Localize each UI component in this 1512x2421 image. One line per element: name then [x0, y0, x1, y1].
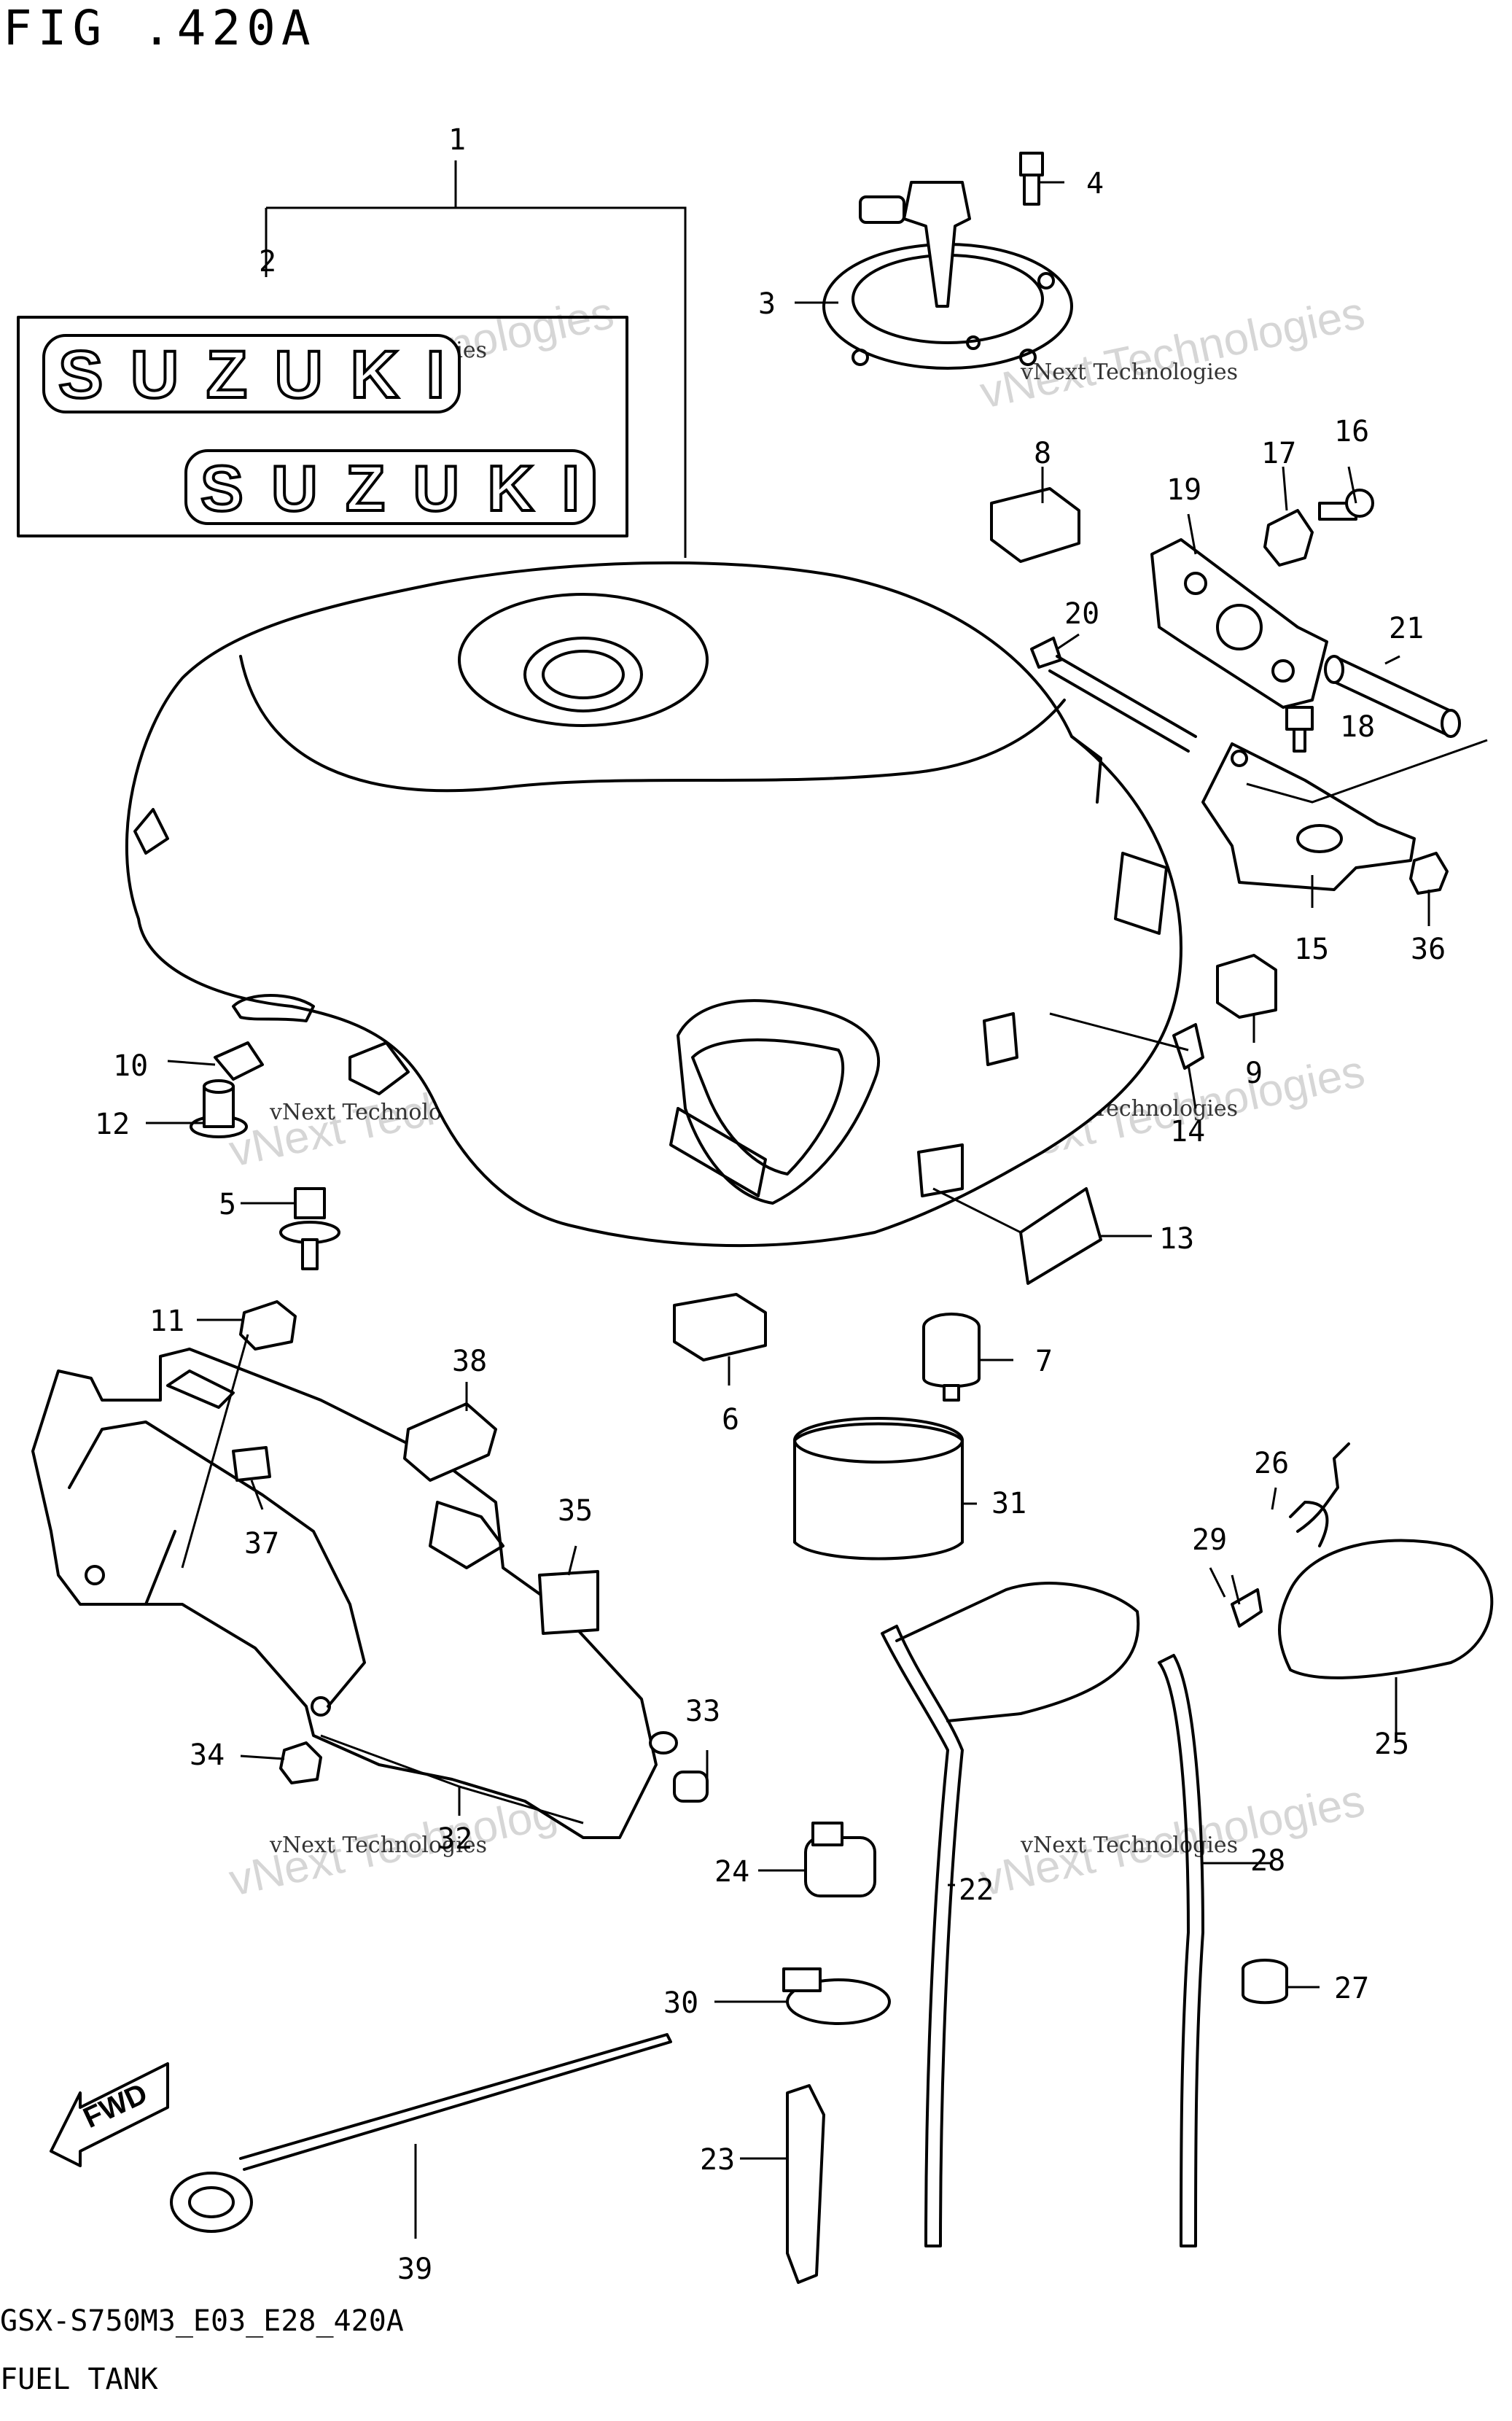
callout-13: 13: [1159, 1222, 1194, 1256]
callout-1: 1: [448, 123, 466, 157]
callout-26: 26: [1254, 1447, 1289, 1480]
bracket-19: [1150, 538, 1328, 709]
callout-17: 17: [1261, 437, 1296, 470]
callout-18: 18: [1340, 710, 1375, 744]
callout-33: 33: [685, 1695, 720, 1728]
tape-38: [403, 1402, 497, 1482]
hose-26-end: [1296, 1442, 1350, 1533]
emblem-box: [17, 316, 628, 537]
callout-15: 15: [1294, 933, 1329, 966]
cushion-9: [1216, 954, 1277, 1019]
callout-22: 22: [959, 1873, 994, 1907]
suzuki-emblem-1: [42, 334, 461, 413]
callout-32: 32: [437, 1822, 472, 1856]
callout-36: 36: [1411, 933, 1446, 966]
callout-3: 3: [758, 287, 776, 321]
bolt-18: [1285, 706, 1314, 753]
bracket-15: [1201, 742, 1416, 891]
bolt-4: [1019, 152, 1044, 206]
hose-22-loop: [895, 1582, 1140, 1722]
callout-12: 12: [95, 1108, 130, 1141]
grommet-10: [214, 1041, 264, 1081]
callout-38: 38: [452, 1345, 487, 1378]
hose-28: [1158, 1654, 1204, 2247]
callout-28: 28: [1250, 1844, 1285, 1878]
cap-27: [1242, 1959, 1288, 2005]
nut-36: [1409, 852, 1449, 895]
callout-8: 8: [1034, 437, 1051, 470]
fwd-arrow-icon: FWD: [50, 2062, 169, 2167]
pipe-21: [1324, 655, 1461, 738]
emblem-group: SUZUKI SUZUKI: [17, 160, 687, 558]
tape-35: [538, 1570, 599, 1635]
cushion-8: [990, 487, 1080, 563]
collar-7: [922, 1313, 981, 1402]
tank-tray-32: [31, 1348, 658, 1839]
reflector-13: [1019, 1187, 1102, 1285]
callout-30: 30: [663, 1986, 698, 2020]
rivet-33: [649, 1731, 709, 1803]
figure-caption: FUEL TANK: [0, 2363, 158, 2396]
callout-35: 35: [558, 1494, 593, 1528]
callout-9: 9: [1245, 1057, 1263, 1090]
fuel-filler-cap: [822, 181, 1073, 370]
watermark-small: vNext Technologies: [1020, 1833, 1238, 1858]
callout-6: 6: [722, 1403, 739, 1437]
model-code: GSX-S750M3_E03_E28_420A: [0, 2304, 404, 2338]
callout-21: 21: [1389, 612, 1424, 645]
callout-7: 7: [1035, 1345, 1053, 1378]
watermark-small: vNext Technologies: [1020, 360, 1238, 385]
bolt-16: [1318, 489, 1374, 521]
callout-39: 39: [397, 2253, 432, 2286]
callout-labels: 1 2 3 4 5 6 7 8 9 10 11 12 13 14 15 16 1…: [95, 123, 1446, 2286]
callout-31: 31: [991, 1487, 1026, 1520]
callout-2: 2: [259, 245, 276, 279]
bolt-20: [1030, 637, 1197, 753]
callout-11: 11: [149, 1305, 184, 1338]
figure-title: FIG .420A: [3, 0, 316, 56]
callout-27: 27: [1334, 1972, 1369, 2005]
nut-17: [1263, 509, 1314, 567]
clamp-24: [804, 1822, 876, 1897]
callout-4: 4: [1086, 167, 1104, 201]
hose-22: [881, 1625, 964, 2247]
suzuki-emblem-2: [184, 449, 596, 525]
joint-29: [1231, 1588, 1263, 1628]
callout-14: 14: [1170, 1115, 1205, 1149]
watermark-small: vNext Technologies: [269, 1833, 487, 1858]
grommet-11: [239, 1300, 297, 1351]
cushion-34: [279, 1741, 322, 1784]
callout-29: 29: [1192, 1523, 1227, 1557]
band-31: [793, 1417, 964, 1561]
callout-23: 23: [700, 2143, 735, 2177]
callout-19: 19: [1166, 473, 1201, 507]
leader-lines: [146, 181, 1488, 2239]
callout-5: 5: [219, 1188, 236, 1221]
clamp-30: [782, 1967, 891, 2025]
fuel-tank: [125, 561, 1182, 1248]
collar-12: [190, 1079, 248, 1138]
tape-37: [232, 1446, 271, 1482]
prop-rod-39: [170, 2033, 672, 2233]
callout-37: 37: [244, 1527, 279, 1561]
callout-16: 16: [1334, 415, 1369, 448]
hose-25: [1278, 1539, 1494, 1679]
callout-34: 34: [190, 1738, 225, 1772]
callout-24: 24: [714, 1855, 749, 1889]
bolt-5: [279, 1187, 340, 1270]
callout-20: 20: [1064, 597, 1099, 631]
clip-14: [1172, 1023, 1204, 1070]
hose-26: [1289, 1501, 1329, 1547]
callout-25: 25: [1374, 1728, 1409, 1761]
cushion-6: [673, 1293, 767, 1361]
callout-10: 10: [113, 1049, 148, 1083]
holder-23: [786, 2084, 825, 2284]
